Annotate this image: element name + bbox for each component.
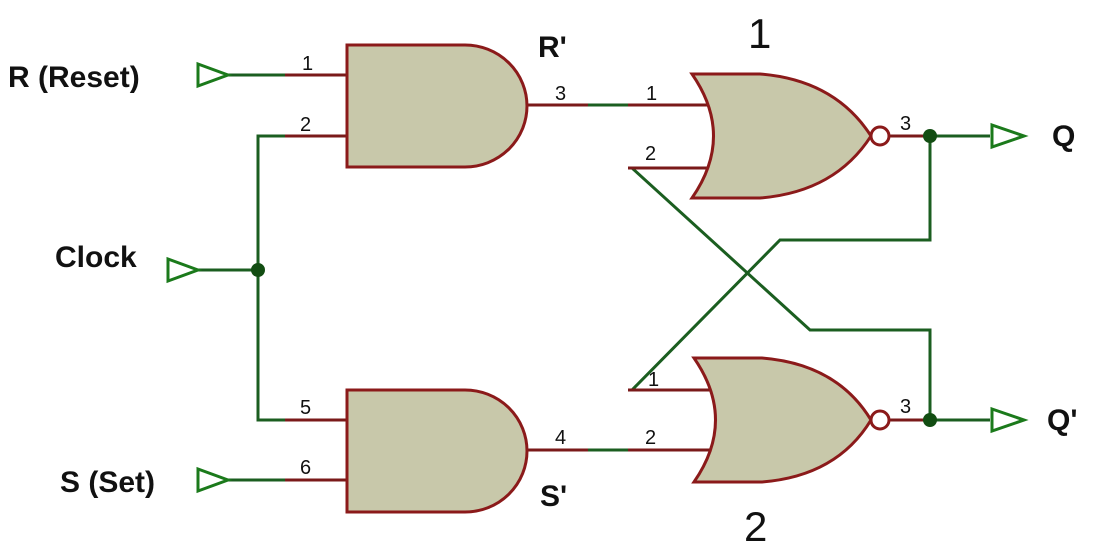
- and-gate-top: [345, 43, 529, 169]
- nor-bottom-bubble: [869, 409, 891, 431]
- clock-label: Clock: [55, 241, 137, 274]
- pin-number: 3: [555, 83, 566, 105]
- reset-input-port: [196, 61, 233, 89]
- q-bar-junction: [923, 413, 937, 427]
- clock-input-port: [166, 256, 203, 284]
- nor-top-bubble: [869, 125, 891, 147]
- r-prime-label: R': [538, 31, 567, 64]
- q-bar-output-port: [990, 406, 1029, 434]
- pin-number: 1: [302, 53, 313, 75]
- pin-number: 6: [300, 457, 311, 479]
- and-gate-bottom: [345, 388, 529, 514]
- pin-number: 1: [646, 83, 657, 105]
- pin-number: 2: [645, 427, 656, 449]
- set-input-port: [196, 466, 233, 494]
- q-label: Q: [1052, 120, 1075, 153]
- wires: [198, 73, 990, 482]
- feedback-q-bar-wire: [630, 166, 932, 420]
- set-label: S (Set): [60, 466, 155, 499]
- nor-gate-top: [689, 72, 873, 200]
- q-junction: [923, 129, 937, 143]
- q-output-port: [990, 122, 1029, 150]
- gate-number-2: 2: [744, 503, 767, 550]
- pin-number: 5: [300, 397, 311, 419]
- clock-bus: [256, 134, 285, 422]
- s-prime-label: S': [540, 480, 567, 513]
- pin-number: 4: [555, 427, 566, 449]
- q-bar-label: Q': [1047, 404, 1077, 437]
- clock-junction: [251, 263, 265, 277]
- reset-label: R (Reset): [8, 61, 140, 94]
- nor-gate-bottom: [691, 356, 873, 484]
- pin-number: 3: [900, 396, 911, 418]
- pin-number: 3: [900, 113, 911, 135]
- pin-number: 1: [648, 369, 659, 391]
- pin-number: 2: [300, 114, 311, 136]
- gate-number-1: 1: [748, 10, 771, 57]
- feedback-q-wire: [630, 136, 932, 392]
- pin-number: 2: [645, 143, 656, 165]
